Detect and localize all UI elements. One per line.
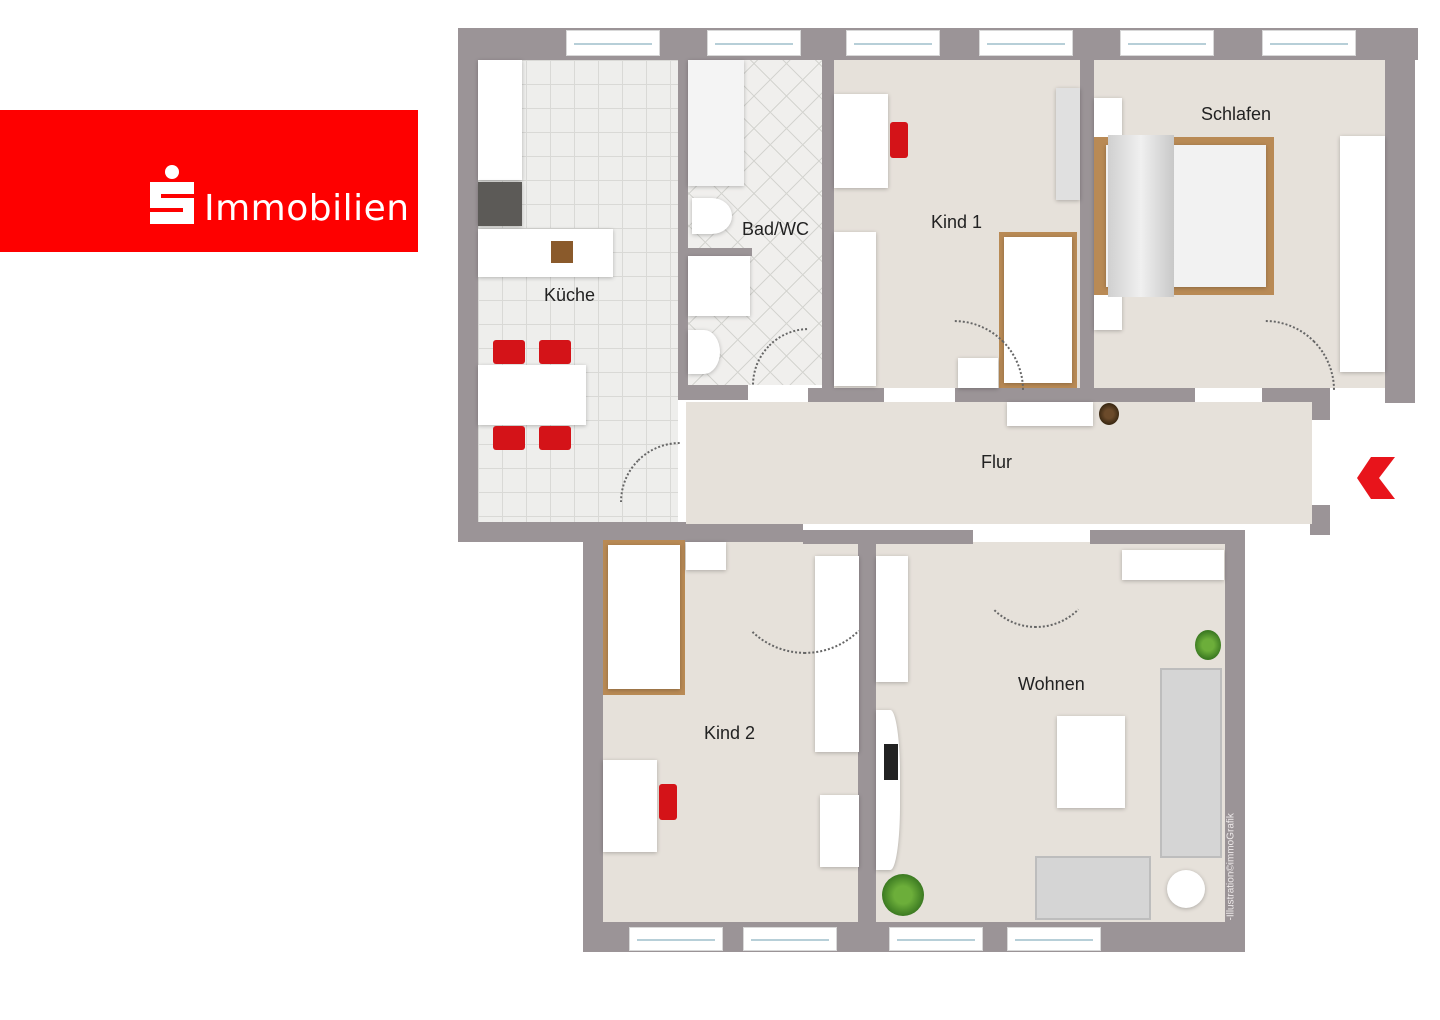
wall (803, 530, 973, 544)
single-bed (608, 545, 680, 689)
wall (955, 388, 1195, 402)
window (979, 30, 1073, 56)
desk (603, 760, 657, 852)
window (846, 30, 940, 56)
door-swing (975, 506, 1097, 628)
wall (808, 388, 884, 402)
window (1007, 927, 1101, 951)
window (1120, 30, 1214, 56)
loveseat (1035, 856, 1151, 920)
wall (1090, 530, 1245, 544)
kitchen-counter (478, 60, 522, 180)
shoe-cabinet (1007, 402, 1093, 426)
sparkasse-s-icon (150, 165, 194, 224)
door-swing (728, 500, 882, 654)
oven (478, 182, 522, 226)
wall (683, 524, 803, 542)
wall (678, 385, 748, 400)
desk-chair (890, 122, 908, 158)
logo-text: Immobilien (204, 188, 410, 229)
kitchen-island (478, 229, 613, 277)
wall (583, 522, 603, 952)
window (566, 30, 660, 56)
wall (1080, 60, 1094, 400)
nightstand (686, 542, 726, 570)
wardrobe (815, 556, 859, 752)
room-label-kueche: Küche (544, 285, 596, 305)
cabinet (820, 795, 859, 867)
tv-stand (876, 710, 900, 870)
toilet (692, 198, 732, 234)
tv-icon (884, 744, 898, 780)
bed-blanket (1108, 135, 1174, 297)
wall (1225, 530, 1245, 952)
plant-icon (1195, 630, 1221, 660)
room-label-wohnen: Wohnen (1018, 674, 1085, 694)
window (889, 927, 983, 951)
wardrobe (834, 232, 876, 386)
room-label-schlafen: Schlafen (1201, 104, 1272, 124)
wall (1262, 388, 1322, 402)
room-label-flur: Flur (981, 452, 1012, 472)
shower (688, 256, 750, 316)
dining-table (478, 365, 586, 425)
wall (458, 522, 698, 542)
wall (858, 540, 876, 930)
wall (458, 28, 478, 540)
window (743, 927, 837, 951)
sink (688, 330, 720, 374)
wall (1385, 28, 1415, 403)
shelf (876, 556, 908, 682)
desk (834, 94, 888, 188)
plant-icon (882, 874, 924, 916)
nightstand (958, 358, 998, 388)
wall (822, 60, 834, 400)
single-bed (1004, 237, 1072, 383)
wall (1310, 505, 1330, 535)
sofa (1160, 668, 1222, 858)
coffee-table (1057, 716, 1125, 808)
plant-icon (1099, 403, 1119, 425)
window (707, 30, 801, 56)
chair (539, 340, 571, 364)
wall-cabinet (1122, 550, 1224, 580)
fruit-bowl-icon (551, 241, 573, 263)
flur-floor (686, 402, 1312, 524)
room-label-kind2: Kind 2 (704, 723, 756, 743)
sparkasse-immobilien-logo: Immobilien (0, 110, 418, 252)
room-label-kind1: Kind 1 (931, 212, 983, 232)
wall (678, 60, 688, 400)
wall (686, 248, 752, 256)
wardrobe (1340, 136, 1385, 372)
side-table (1167, 870, 1205, 908)
chair (493, 340, 525, 364)
illustration-credit: -Illustration©immoGrafik (1225, 813, 1237, 921)
room-label-bad: Bad/WC (742, 219, 810, 239)
desk-chair (659, 784, 677, 820)
chair (539, 426, 571, 450)
window (1262, 30, 1356, 56)
chair (493, 426, 525, 450)
shelf (1056, 88, 1080, 200)
window (629, 927, 723, 951)
entrance-arrow-icon (1357, 457, 1395, 499)
bathtub (688, 60, 744, 186)
